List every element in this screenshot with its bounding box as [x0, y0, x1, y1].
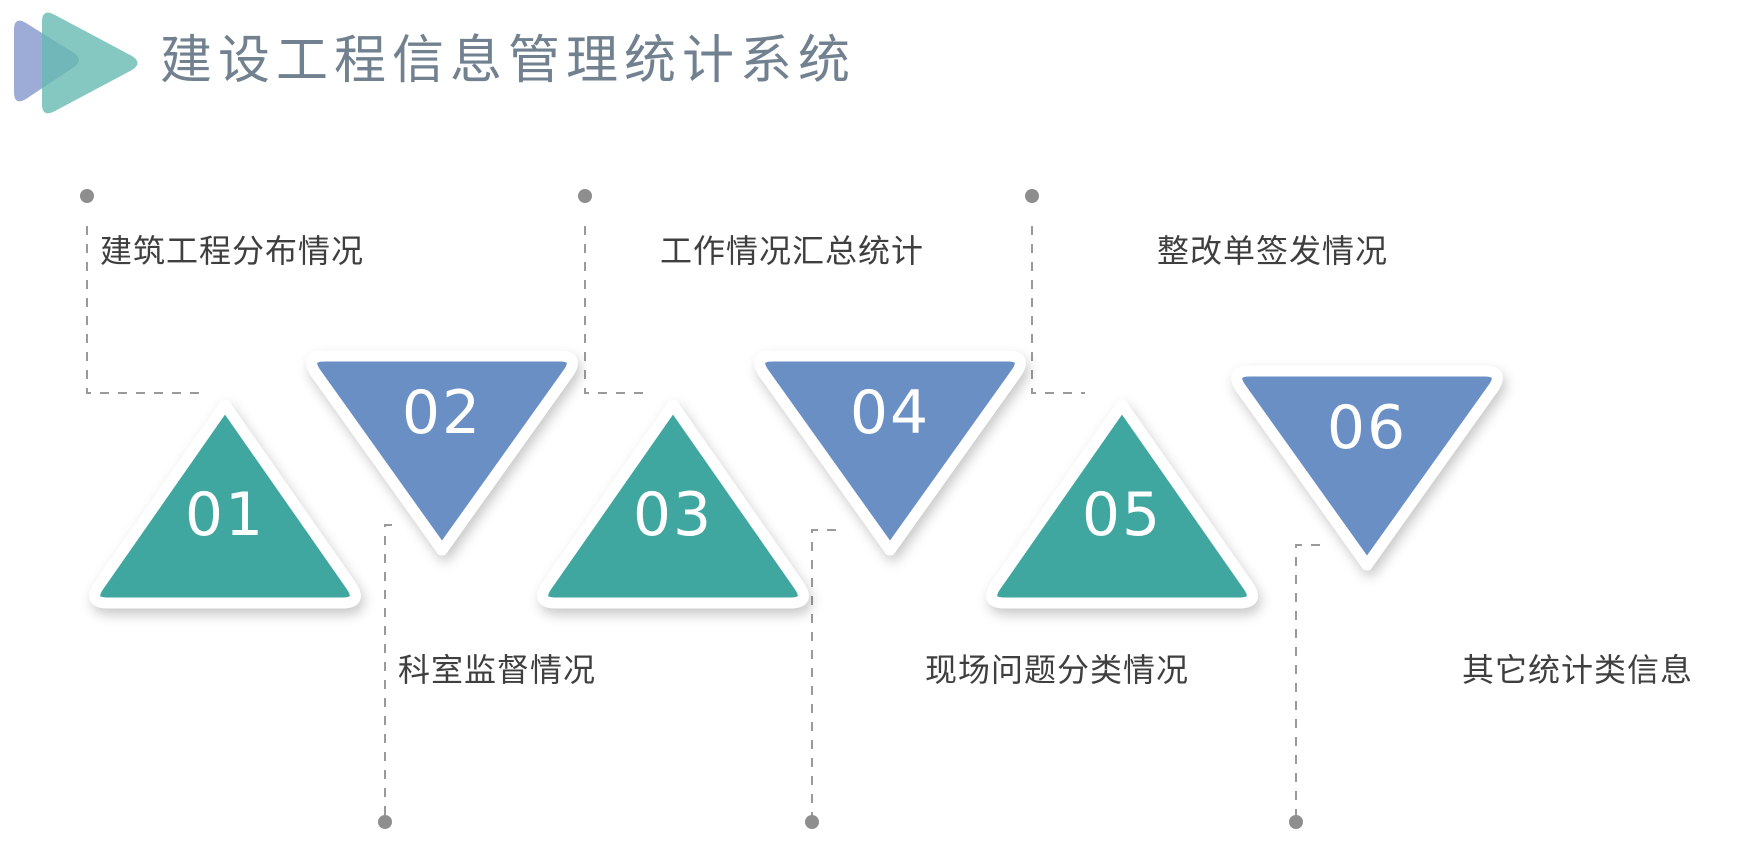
- step-label-01: 建筑工程分布情况: [100, 232, 365, 270]
- step-label-05: 整改单签发情况: [1157, 232, 1389, 270]
- connector-dot-01: [80, 189, 94, 203]
- connector-dot-06: [1289, 815, 1303, 829]
- step-label-06: 其它统计类信息: [1462, 651, 1694, 689]
- page-title: 建设工程信息管理统计系统: [160, 31, 857, 91]
- connector-path-03: [584, 226, 650, 394]
- play-logo: [4, 8, 144, 118]
- connector-path-05: [1031, 226, 1085, 394]
- connector-dot-05: [1025, 189, 1039, 203]
- connector-dot-04: [805, 815, 819, 829]
- step-label-03: 工作情况汇总统计: [660, 232, 925, 270]
- step-label-04: 现场问题分类情况: [925, 651, 1190, 689]
- connector-path-06: [1295, 544, 1320, 818]
- step-shape-06[interactable]: 06: [1222, 365, 1512, 585]
- step-label-02: 科室监督情况: [398, 651, 597, 689]
- connector-dot-03: [578, 189, 592, 203]
- connector-dot-02: [378, 815, 392, 829]
- header: 建设工程信息管理统计系统: [0, 0, 1740, 130]
